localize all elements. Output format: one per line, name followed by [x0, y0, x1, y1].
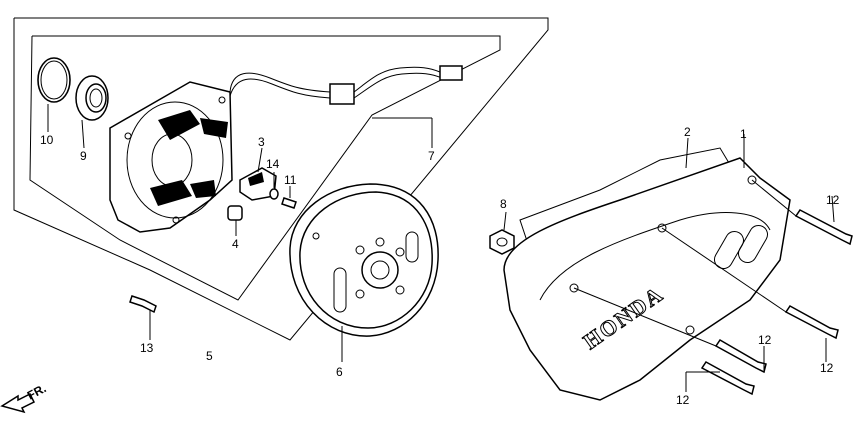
callout-6: 6: [336, 365, 343, 379]
bolt-part-12-a: [794, 195, 853, 246]
pulser-part-3: [239, 147, 277, 201]
callout-10: 10: [40, 133, 54, 147]
front-direction-arrow: FR.: [0, 381, 48, 414]
assembly-bracket-7: [29, 35, 501, 301]
bolt-part-12-d: [685, 361, 755, 396]
callout-12-b: 12: [820, 361, 834, 375]
callout-1: 1: [740, 127, 747, 141]
screw-part-11: [281, 186, 297, 209]
crankcase-cover-part-1: HONDA: [503, 134, 791, 401]
stator-plate-part-7: [109, 65, 463, 233]
callout-13: 13: [140, 341, 154, 355]
callout-11: 11: [284, 173, 297, 187]
collar-part-4: [227, 205, 243, 236]
o-ring-part-10: [37, 57, 71, 132]
screw-part-13: [129, 295, 157, 340]
oil-seal-part-9: [75, 75, 109, 149]
nut-part-8: [489, 211, 515, 255]
callout-12-a: 12: [826, 193, 840, 207]
callout-3: 3: [258, 135, 265, 149]
callout-14: 14: [266, 157, 280, 171]
callout-8: 8: [500, 197, 507, 211]
callout-9: 9: [80, 149, 87, 163]
callout-7: 7: [428, 149, 435, 163]
callout-2: 2: [684, 125, 691, 139]
callout-4: 4: [232, 237, 239, 251]
callout-12-c: 12: [758, 333, 772, 347]
callout-5: 5: [206, 349, 213, 363]
bolt-part-12-b: [784, 305, 839, 362]
callout-12-d: 12: [676, 393, 690, 407]
washer-part-14: [269, 172, 279, 200]
assembly-bracket-5: [13, 17, 549, 341]
flywheel-part-6: [289, 183, 439, 362]
